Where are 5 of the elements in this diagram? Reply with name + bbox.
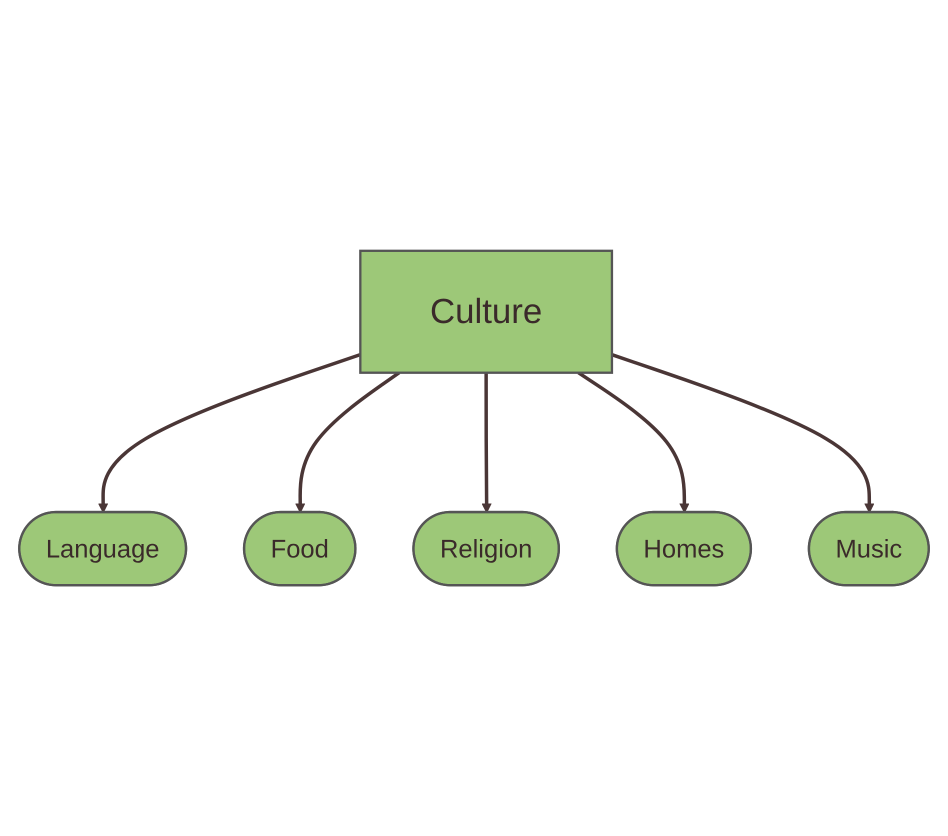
arrow [611, 353, 874, 514]
node-box: Culture [359, 250, 614, 374]
arrow [482, 372, 492, 514]
arrow [98, 352, 361, 514]
arrow [577, 371, 690, 514]
